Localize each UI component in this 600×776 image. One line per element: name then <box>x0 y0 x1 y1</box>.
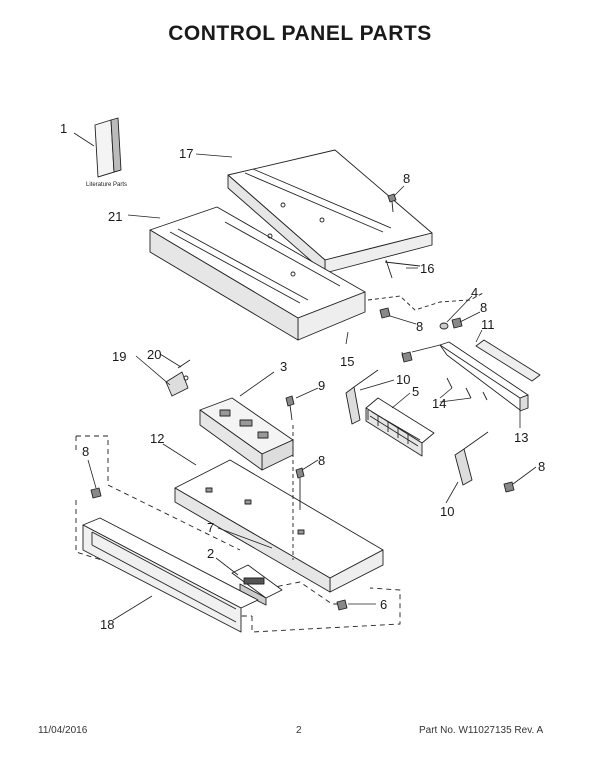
callout-10: 10 <box>440 504 454 519</box>
mounting-tray <box>174 459 384 593</box>
screw-8c <box>451 317 463 329</box>
leader-lines <box>73 132 537 621</box>
screw-8g <box>90 487 102 499</box>
callout-4: 4 <box>471 285 478 300</box>
footer-part-number: Part No. W11027135 Rev. A <box>419 725 544 736</box>
callout-1: 1 <box>60 121 67 136</box>
callout-8: 8 <box>82 444 89 459</box>
clip-10a <box>345 369 379 425</box>
trim-strip <box>475 339 541 382</box>
callout-8: 8 <box>538 459 545 474</box>
page-title: CONTROL PANEL PARTS <box>168 22 432 45</box>
front-console <box>82 517 259 633</box>
main-control-panel <box>149 206 366 341</box>
callout-10: 10 <box>396 372 410 387</box>
callout-18: 18 <box>100 617 114 632</box>
screw-6 <box>336 599 348 611</box>
callout-16: 16 <box>420 261 434 276</box>
screw-8f <box>295 467 305 510</box>
callout-15: 15 <box>340 354 354 369</box>
literature-booklet <box>94 117 122 178</box>
screws-14 <box>446 377 488 401</box>
clip-10b <box>454 431 489 486</box>
display-board <box>231 564 283 606</box>
callout-12: 12 <box>150 431 164 446</box>
callout-3: 3 <box>280 359 287 374</box>
screw-9 <box>285 395 295 421</box>
callout-20: 20 <box>147 347 161 362</box>
callout-7: 7 <box>207 520 214 535</box>
literature-label: Literature Parts <box>86 182 127 188</box>
callout-2: 2 <box>207 546 214 561</box>
callout-11: 11 <box>481 317 495 332</box>
callout-9: 9 <box>318 378 325 393</box>
callout-8: 8 <box>403 171 410 186</box>
footer-date: 11/04/2016 <box>38 725 88 736</box>
screw-8b <box>379 307 391 319</box>
washer-4 <box>439 322 449 330</box>
callout-6: 6 <box>380 597 387 612</box>
side-bracket <box>411 341 529 412</box>
control-board <box>199 397 294 471</box>
screw-8d <box>401 351 413 363</box>
callout-17: 17 <box>179 146 193 161</box>
callout-14: 14 <box>432 396 446 411</box>
callout-8: 8 <box>480 300 487 315</box>
screw-8e <box>503 481 515 493</box>
callout-19: 19 <box>112 349 126 364</box>
callout-numbers: 1 17 8 21 16 4 8 11 8 15 19 20 3 9 10 5 … <box>60 121 545 632</box>
sensor-assembly <box>165 359 191 397</box>
callout-13: 13 <box>514 430 528 445</box>
callout-8: 8 <box>318 453 325 468</box>
cooling-fan <box>365 397 435 457</box>
callout-8: 8 <box>416 319 423 334</box>
footer-page-number: 2 <box>296 725 302 736</box>
top-plate <box>227 149 433 279</box>
callout-21: 21 <box>108 209 122 224</box>
callout-5: 5 <box>412 384 419 399</box>
